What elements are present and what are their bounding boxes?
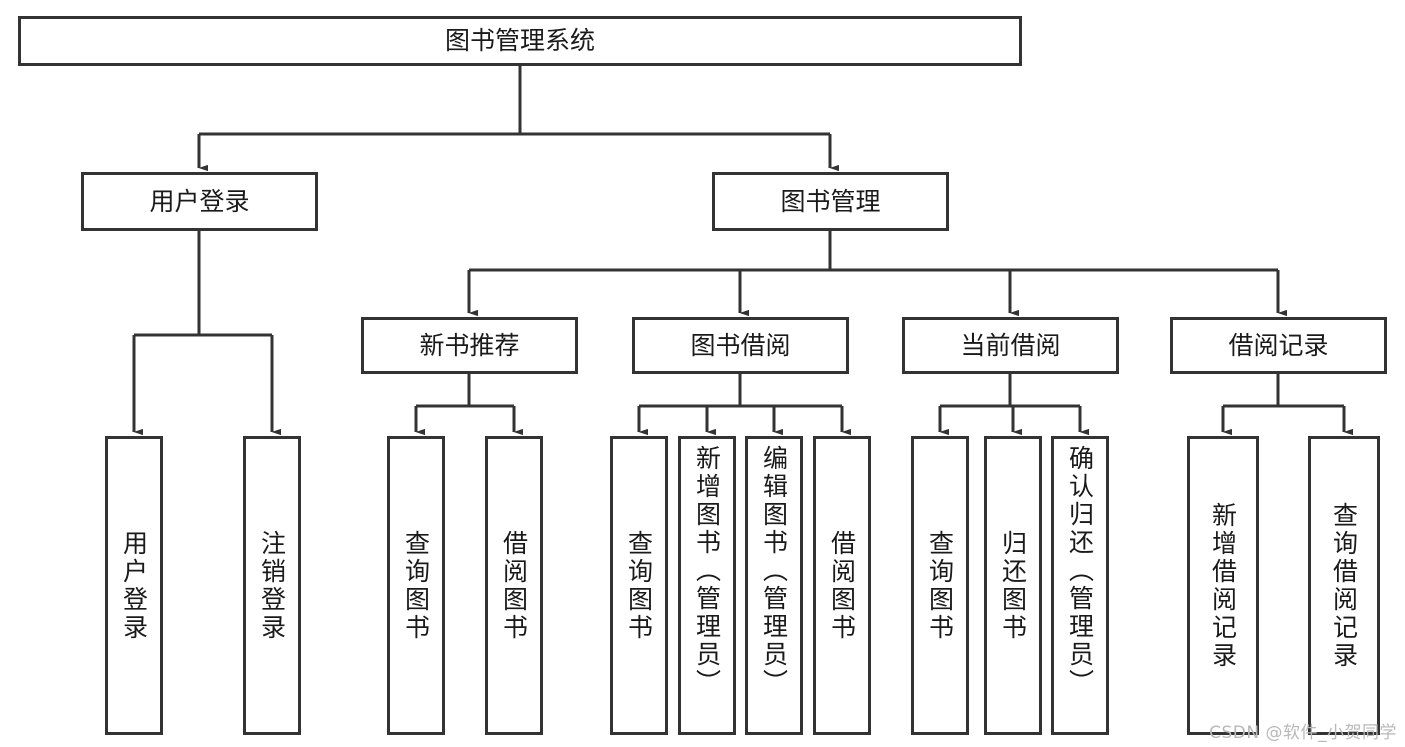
node-current-borrow-label: 当前借阅 xyxy=(960,330,1061,360)
node-leaf-borrow-book-recommend-label: 借阅图书 xyxy=(499,529,529,642)
node-leaf-add-borrow-record-label: 新增借阅记录 xyxy=(1208,501,1238,670)
node-root[interactable]: 图书管理系统 xyxy=(18,16,1022,66)
node-leaf-borrow-book-recommend[interactable]: 借阅图书 xyxy=(485,436,543,735)
node-leaf-user-logout[interactable]: 注销登录 xyxy=(243,436,301,735)
node-book-borrow[interactable]: 图书借阅 xyxy=(632,317,849,374)
node-leaf-add-book-admin-label: 新增图书（管理员） xyxy=(692,445,722,697)
node-book-management[interactable]: 图书管理 xyxy=(712,172,949,231)
node-leaf-borrow-book[interactable]: 借阅图书 xyxy=(813,436,871,735)
node-borrow-record[interactable]: 借阅记录 xyxy=(1170,317,1387,374)
node-book-management-label: 图书管理 xyxy=(780,186,881,216)
node-current-borrow[interactable]: 当前借阅 xyxy=(902,317,1119,374)
node-leaf-user-login[interactable]: 用户登录 xyxy=(105,436,163,735)
node-leaf-query-book-current[interactable]: 查询图书 xyxy=(911,436,969,735)
node-user-login[interactable]: 用户登录 xyxy=(81,172,318,231)
node-leaf-query-book-recommend-label: 查询图书 xyxy=(401,529,431,642)
node-leaf-query-book-borrow[interactable]: 查询图书 xyxy=(610,436,668,735)
node-leaf-user-login-label: 用户登录 xyxy=(119,529,149,642)
node-root-label: 图书管理系统 xyxy=(444,26,595,56)
node-leaf-query-borrow-record[interactable]: 查询借阅记录 xyxy=(1308,436,1380,735)
node-new-book-recommend[interactable]: 新书推荐 xyxy=(361,317,578,374)
node-leaf-user-logout-label: 注销登录 xyxy=(257,529,287,642)
node-user-login-label: 用户登录 xyxy=(149,186,250,216)
node-leaf-borrow-book-label: 借阅图书 xyxy=(827,529,857,642)
node-leaf-return-book-label: 归还图书 xyxy=(998,529,1028,642)
node-book-borrow-label: 图书借阅 xyxy=(690,330,791,360)
node-new-book-recommend-label: 新书推荐 xyxy=(419,330,520,360)
node-leaf-return-book[interactable]: 归还图书 xyxy=(984,436,1042,735)
node-leaf-confirm-return-admin[interactable]: 确认归还（管理员） xyxy=(1051,436,1109,735)
node-leaf-query-borrow-record-label: 查询借阅记录 xyxy=(1329,501,1359,670)
node-leaf-query-book-current-label: 查询图书 xyxy=(925,529,955,642)
node-leaf-edit-book-admin[interactable]: 编辑图书（管理员） xyxy=(745,436,803,735)
node-leaf-add-book-admin[interactable]: 新增图书（管理员） xyxy=(678,436,736,735)
node-leaf-query-book-recommend[interactable]: 查询图书 xyxy=(387,436,445,735)
node-leaf-query-book-borrow-label: 查询图书 xyxy=(624,529,654,642)
node-leaf-confirm-return-admin-label: 确认归还（管理员） xyxy=(1065,445,1095,697)
node-leaf-edit-book-admin-label: 编辑图书（管理员） xyxy=(759,445,789,697)
node-borrow-record-label: 借阅记录 xyxy=(1228,330,1329,360)
node-leaf-add-borrow-record[interactable]: 新增借阅记录 xyxy=(1187,436,1259,735)
